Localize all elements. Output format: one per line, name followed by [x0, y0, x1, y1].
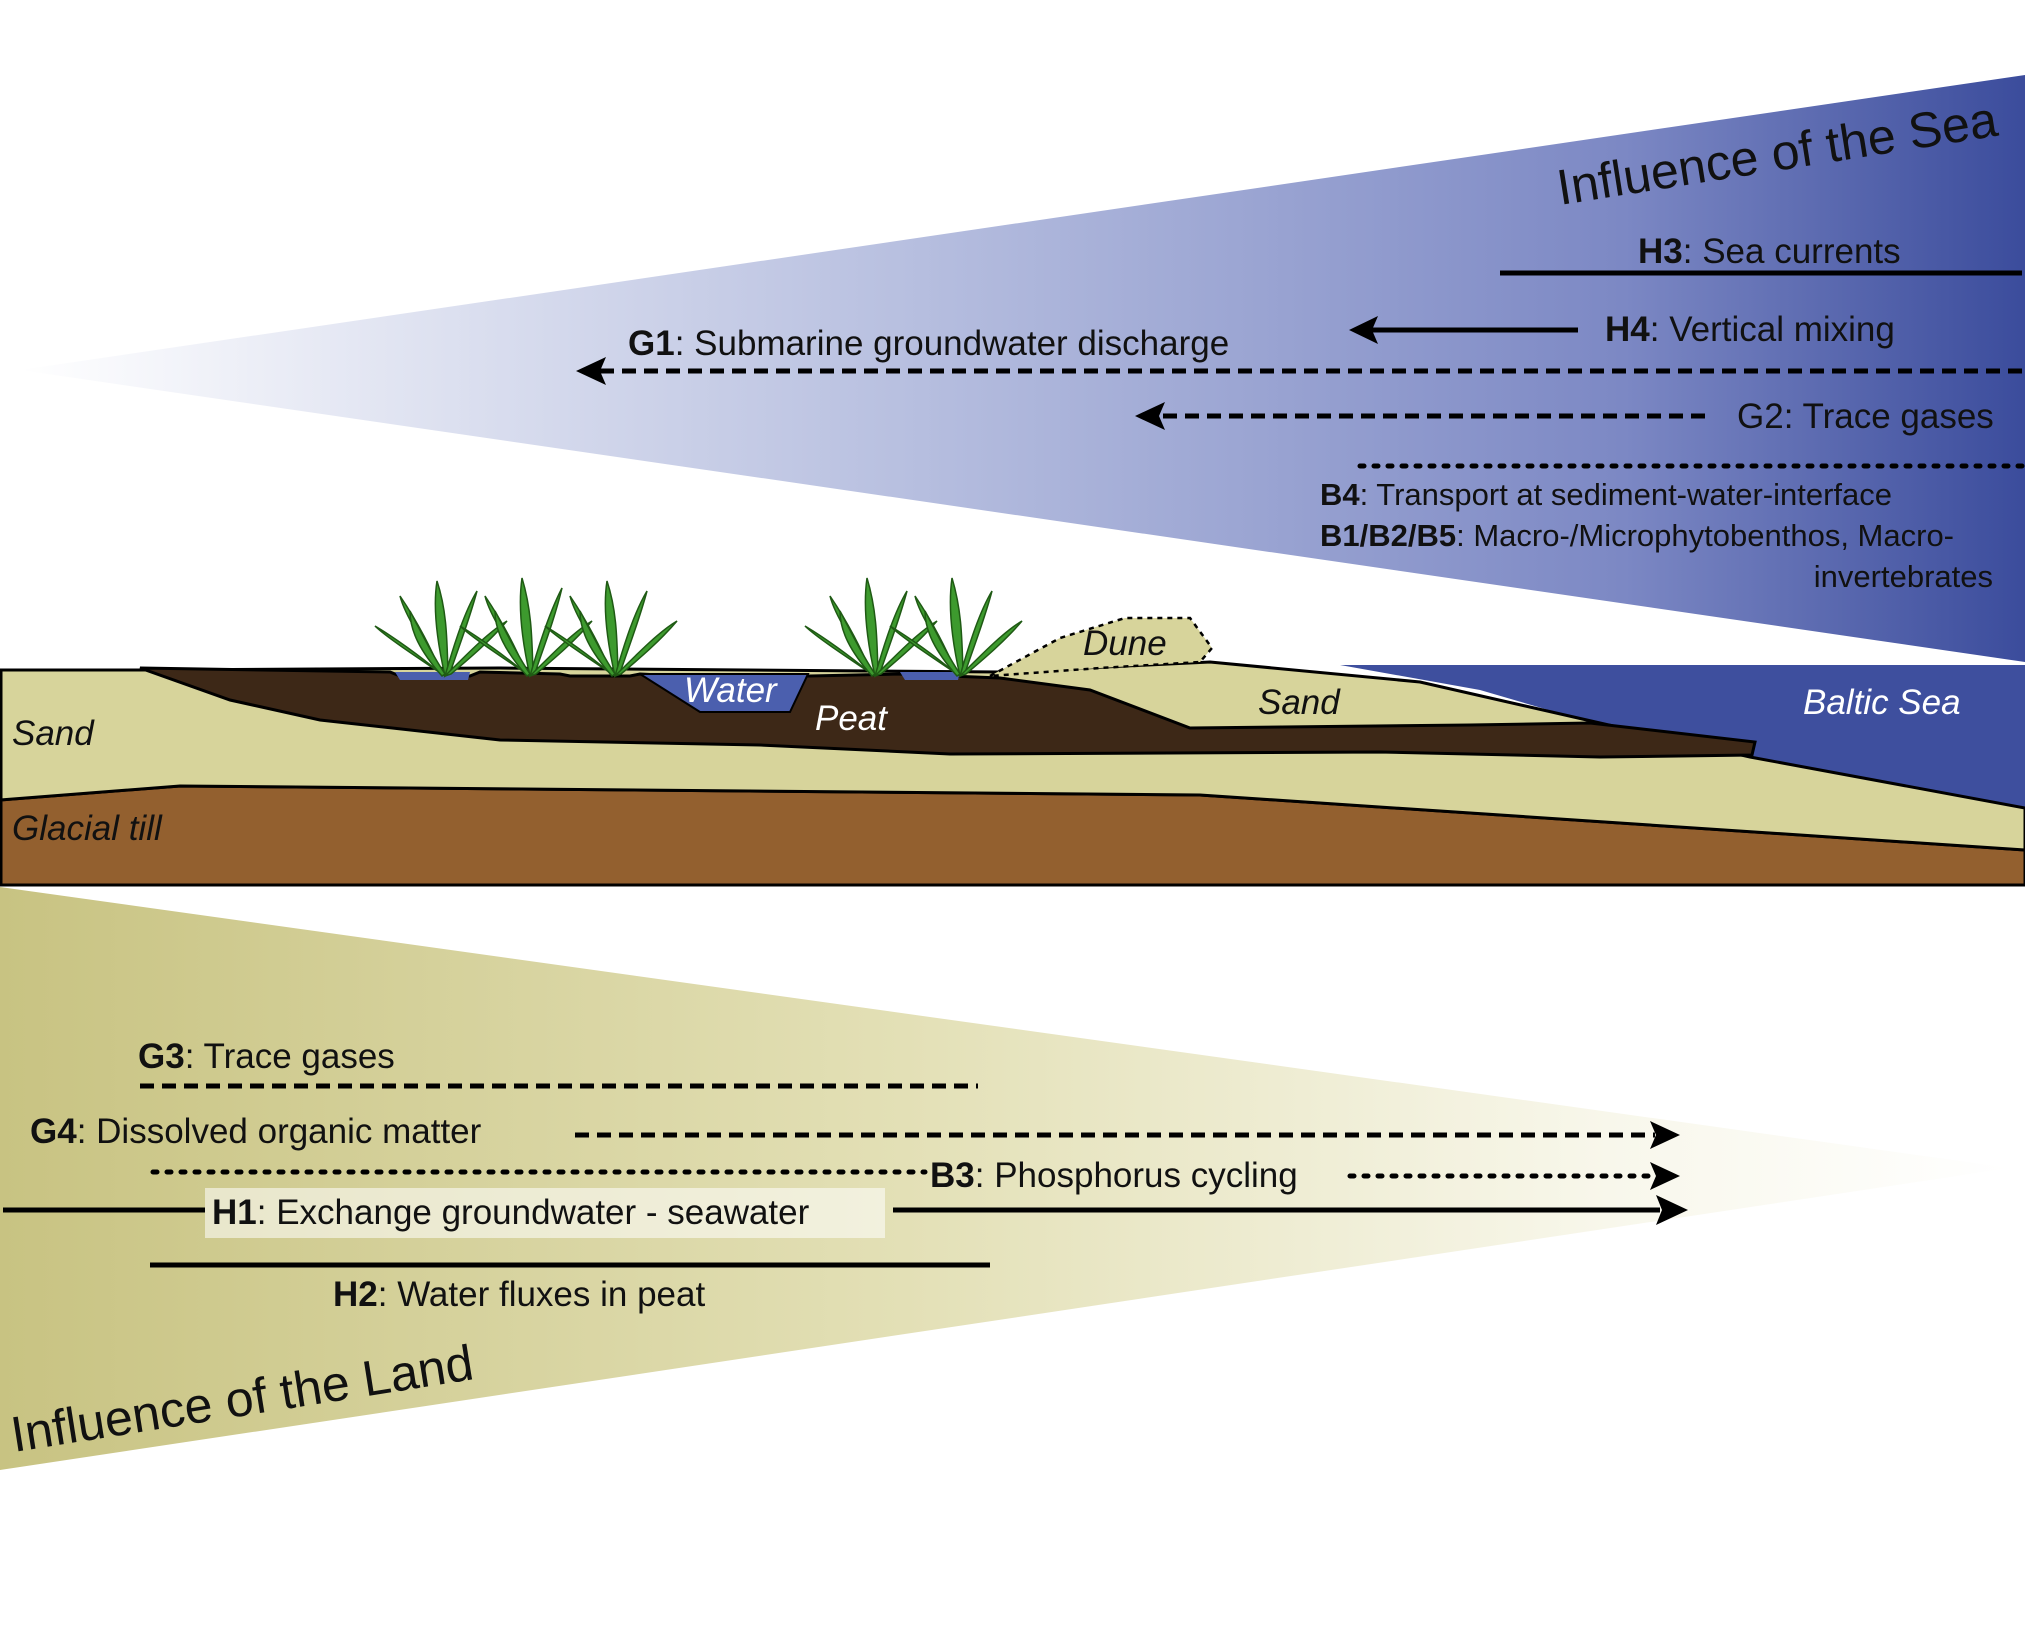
label-b125-cont: invertebrates	[1814, 559, 1993, 594]
cross-section: Sand Glacial till Water Peat Dune Sand B…	[0, 577, 2025, 887]
label-sand-left: Sand	[12, 714, 95, 753]
label-b125: B1/B2/B5: Macro-/Microphytobenthos, Macr…	[1320, 518, 1954, 553]
label-h4: H4: Vertical mixing	[1605, 310, 1895, 349]
label-peat: Peat	[815, 699, 888, 738]
vegetation	[374, 577, 1023, 678]
label-g1: G1: Submarine groundwater discharge	[628, 324, 1229, 363]
label-dune: Dune	[1083, 624, 1167, 663]
h1-arrowhead	[1656, 1195, 1688, 1225]
label-sand-right: Sand	[1258, 683, 1341, 722]
h1-label-bg	[205, 1188, 885, 1238]
label-baltic-sea: Baltic Sea	[1803, 683, 1961, 722]
h4-arrowhead	[1349, 316, 1378, 344]
grass-tuft-2	[459, 577, 593, 678]
peat-layer	[139, 666, 1757, 759]
label-g4: G4: Dissolved organic matter	[30, 1112, 482, 1151]
grass-tuft-1	[374, 580, 508, 678]
grass-tuft-5	[889, 577, 1023, 678]
g4-arrowhead	[1650, 1121, 1680, 1149]
dune	[989, 616, 1214, 678]
grass-tuft-4	[804, 577, 938, 678]
label-glacial-till: Glacial till	[12, 809, 163, 848]
water-pool	[636, 673, 810, 713]
label-g2: G2: Trace gases	[1737, 397, 1994, 436]
label-water: Water	[684, 671, 778, 710]
label-g3: G3: Trace gases	[138, 1037, 395, 1076]
grass-tuft-3	[544, 580, 678, 678]
label-h2: H2: Water fluxes in peat	[333, 1275, 705, 1314]
label-b3: B3: Phosphorus cycling	[930, 1156, 1298, 1195]
land-influence-wedge	[0, 887, 2010, 1470]
label-b4: B4: Transport at sediment-water-interfac…	[1320, 477, 1892, 512]
label-h3: H3: Sea currents	[1638, 232, 1901, 271]
water-pool-small-1	[395, 672, 470, 680]
b3-arrowhead	[1650, 1162, 1680, 1190]
label-h1: H1: Exchange groundwater - seawater	[212, 1193, 810, 1232]
g2-arrowhead	[1135, 402, 1165, 430]
water-pool-small-2	[900, 672, 960, 680]
g1-arrowhead	[576, 357, 606, 385]
